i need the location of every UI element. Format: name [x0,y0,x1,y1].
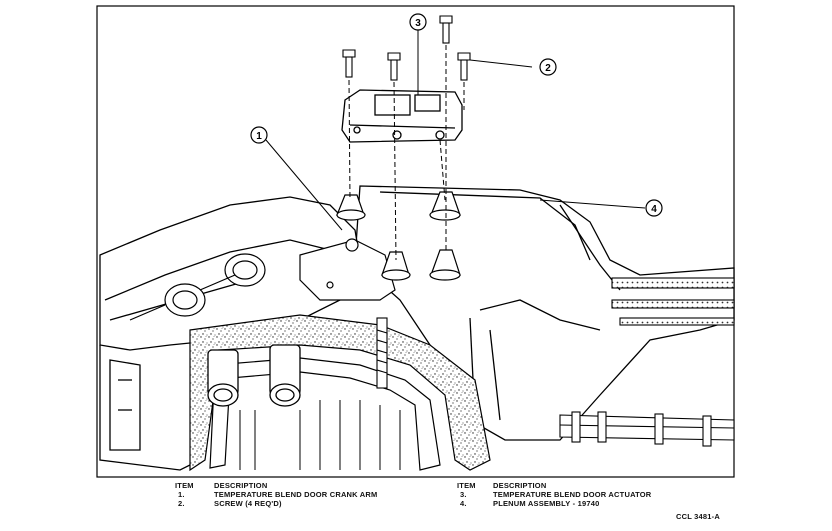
legend-item-2-description: SCREW (4 REQ'D) [214,499,282,508]
legend-description-header-left: DESCRIPTION [214,481,268,490]
alignment-lines [348,45,465,261]
heater-core-fins [239,400,401,470]
threaded-stud [376,317,388,389]
callout-4-label: 4 [651,204,657,215]
screws [342,15,471,81]
legend-item-3-description: TEMPERATURE BLEND DOOR ACTUATOR [493,490,652,499]
heater-tubes-upper [129,253,266,321]
crank-arm-plate [299,238,396,301]
callout-4: 4 [645,199,663,217]
heater-core-tubes [207,344,301,407]
rail-clips [571,411,712,447]
callout-3: 3 [409,13,427,31]
legend-item-1-number: 1. [178,490,185,499]
legend-item-4-number: 4. [460,499,467,508]
legend-description-header-right: DESCRIPTION [493,481,547,490]
callout-1: 1 [250,126,268,144]
callout-2: 2 [539,58,557,76]
callout-1-label: 1 [256,131,262,142]
page-border [96,5,735,478]
legend-item-2-number: 2. [178,499,185,508]
mounting-bosses [336,191,461,281]
legend-item-header-right: ITEM [457,481,476,490]
callout-2-label: 2 [545,63,551,74]
blend-door-actuator [341,89,463,143]
legend-item-header-left: ITEM [175,481,194,490]
figure-code: CCL 3481-A [676,512,720,521]
leader-lines [265,30,646,231]
legend-item-1-description: TEMPERATURE BLEND DOOR CRANK ARM [214,490,378,499]
legend-item-3-number: 3. [460,490,467,499]
legend-item-4-description: PLENUM ASSEMBLY - 19740 [493,499,600,508]
callout-3-label: 3 [415,18,421,29]
